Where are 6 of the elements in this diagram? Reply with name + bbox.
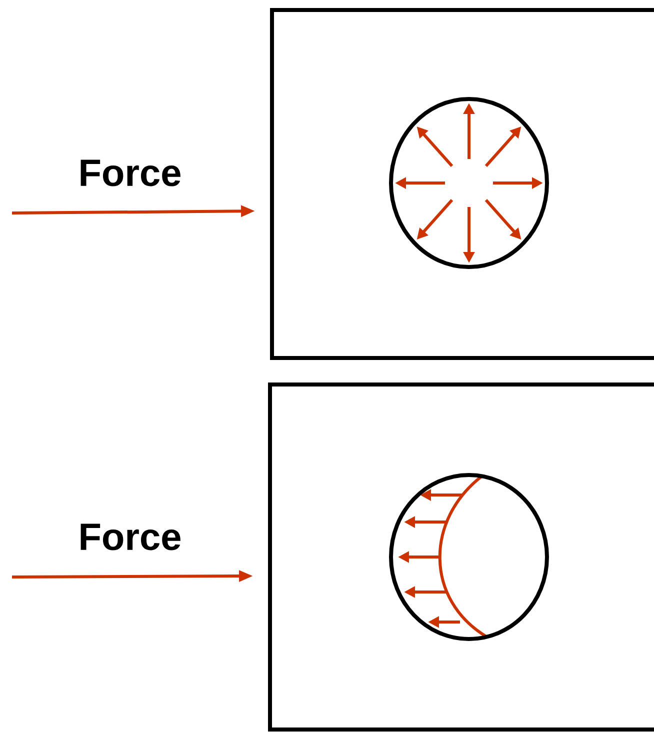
edge-label: Force xyxy=(77,522,183,552)
hole-circle xyxy=(389,473,549,641)
edge-label: Force xyxy=(77,158,183,188)
hole-circle xyxy=(389,97,549,269)
panel-box xyxy=(268,382,654,732)
panel-box xyxy=(270,8,654,360)
